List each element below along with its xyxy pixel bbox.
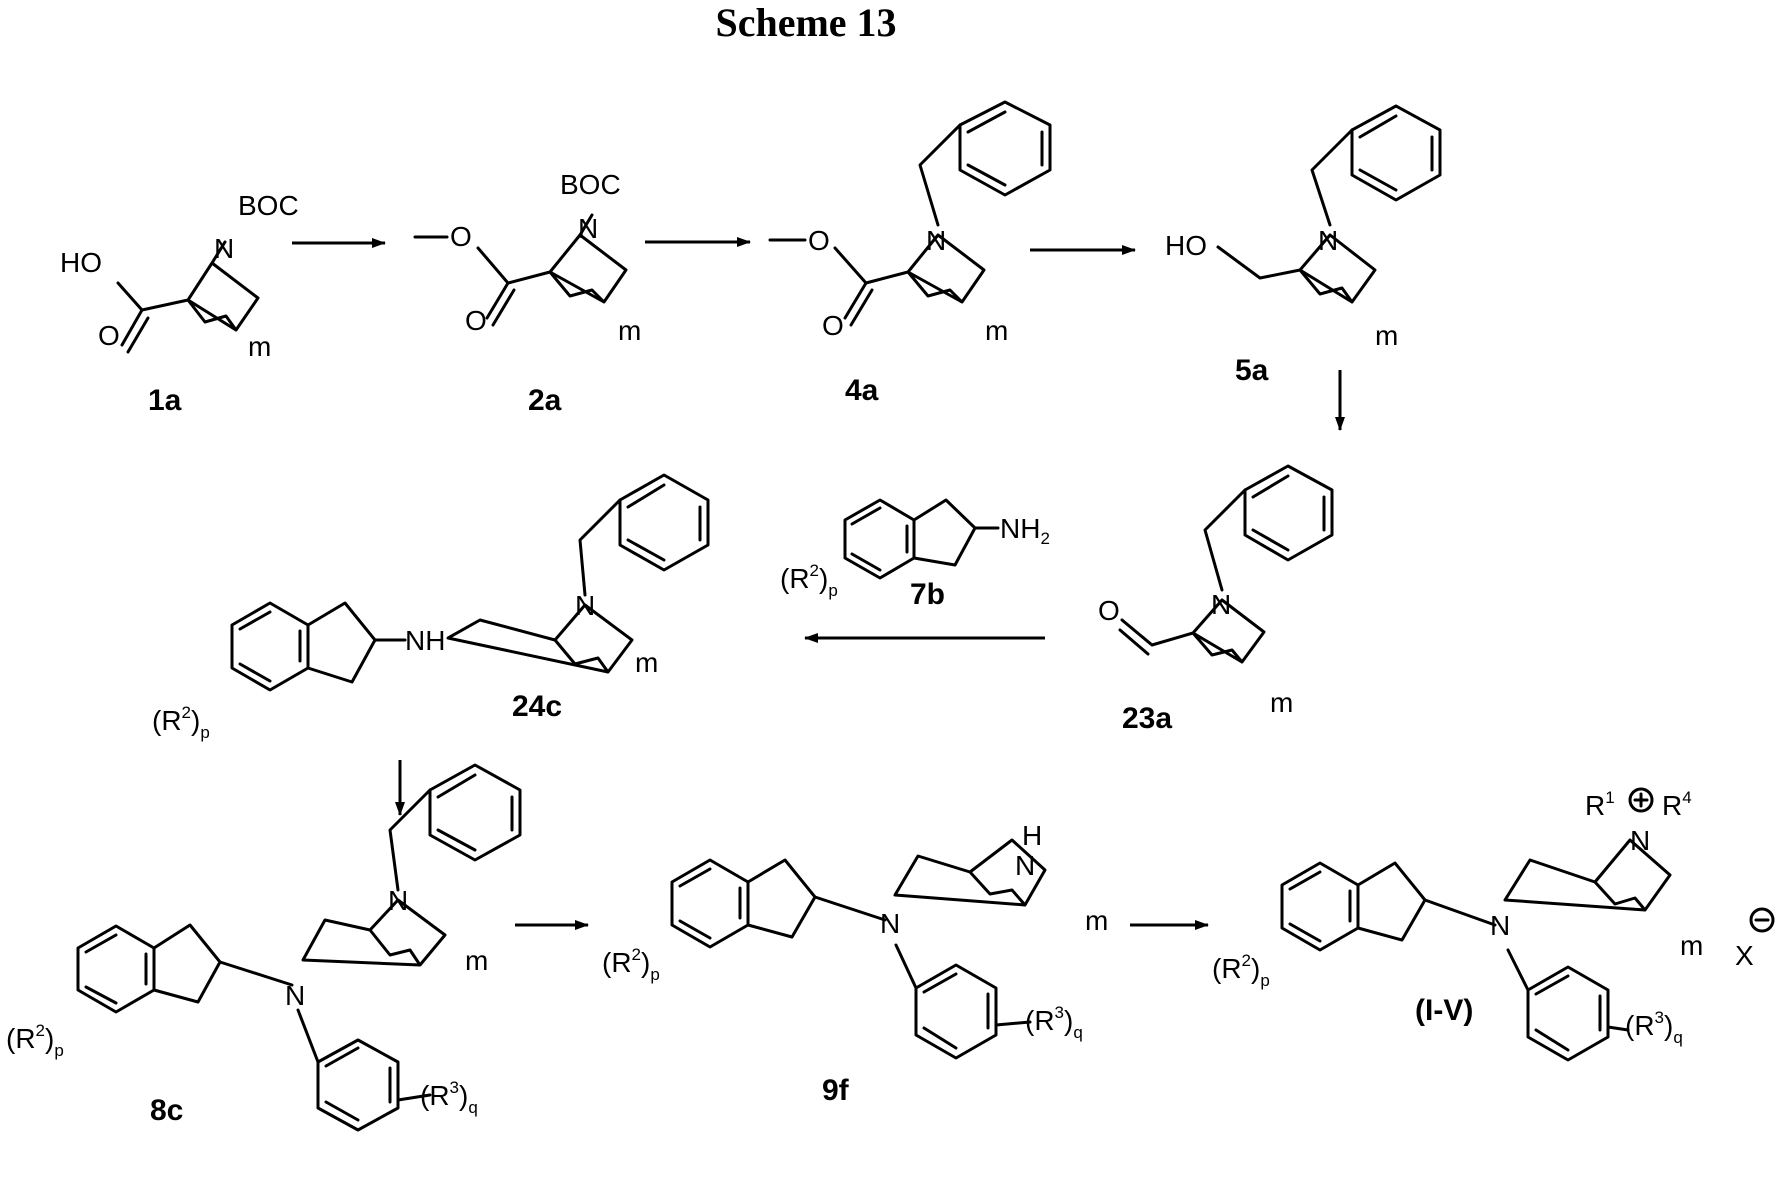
carbonyl-o-label: O — [98, 320, 120, 351]
aryl-substituent-label: (R3)q — [420, 1078, 478, 1117]
reagent-7b: NH2 (R2)p 7b — [780, 500, 1050, 611]
index-m-label: m — [1270, 687, 1293, 718]
compound-label-5a: 5a — [1235, 354, 1269, 387]
compound-label-2a: 2a — [528, 384, 562, 417]
ring-nh-label: H — [1022, 820, 1042, 851]
amine-label: NH — [405, 625, 445, 656]
compound-24c: NH N m (R2)p 24c — [152, 475, 708, 742]
index-m-label: m — [1375, 320, 1398, 351]
ring-n-label: N — [1630, 825, 1650, 856]
counterion-label: X — [1735, 940, 1754, 971]
ring-n-label: N — [1015, 850, 1035, 881]
substituent-label: (R2)p — [152, 703, 210, 742]
boc-label: BOC — [238, 190, 299, 221]
amine-n-label: N — [1490, 910, 1510, 941]
index-m-label: m — [985, 315, 1008, 346]
compound-label-8c: 8c — [150, 1094, 183, 1127]
amine-label: NH2 — [1000, 513, 1050, 548]
hydroxyl-label: HO — [60, 247, 102, 278]
compound-8c: N N m (R2)p (R3)q 8c — [6, 765, 520, 1130]
index-m-label: m — [1680, 930, 1703, 961]
compound-label-7b: 7b — [910, 578, 945, 611]
compound-5a: N HO m 5a — [1165, 106, 1440, 387]
r4-label: R4 — [1662, 788, 1692, 821]
compound-9f: N H N m (R2)p (R3)q 9f — [602, 820, 1108, 1107]
substituent-label: (R2)p — [1212, 951, 1270, 990]
r1-label: R1 — [1585, 788, 1615, 821]
ring-n-label: N — [1211, 589, 1231, 620]
index-m-label: m — [618, 315, 641, 346]
aryl-substituent-label: (R3)q — [1025, 1003, 1083, 1042]
ring-n-label: N — [575, 590, 595, 621]
substituent-label: (R2)p — [602, 945, 660, 984]
aryl-substituent-label: (R3)q — [1625, 1008, 1683, 1047]
ring-n-label: N — [1318, 225, 1338, 256]
compound-label-1a: 1a — [148, 384, 182, 417]
carbonyl-o-label: O — [822, 310, 844, 341]
ring-n-label: N — [388, 885, 408, 916]
substituent-label: (R2)p — [780, 561, 838, 600]
compound-iv: N R1 R4 N m X (R2)p (R3)q (I-V) — [1212, 788, 1773, 1060]
compound-2a: BOC N O O m 2a — [415, 169, 641, 417]
index-m-label: m — [248, 331, 271, 362]
compound-label-23a: 23a — [1122, 702, 1172, 735]
compound-label-4a: 4a — [845, 374, 879, 407]
index-m-label: m — [465, 945, 488, 976]
compound-4a: N O O m 4a — [770, 102, 1050, 407]
amine-n-label: N — [880, 908, 900, 939]
substituent-label: (R2)p — [6, 1021, 64, 1060]
hydroxyl-label: HO — [1165, 230, 1207, 261]
compound-label-9f: 9f — [822, 1074, 850, 1107]
index-m-label: m — [635, 647, 658, 678]
ester-o-label: O — [808, 225, 830, 256]
ring-n-label: N — [578, 213, 598, 244]
scheme-title: Scheme 13 — [715, 0, 896, 45]
compound-1a: BOC N HO O m 1a — [60, 190, 299, 417]
compound-label-24c: 24c — [512, 690, 562, 723]
amine-n-label: N — [285, 980, 305, 1011]
compound-23a: N O m 23a — [1098, 466, 1332, 735]
ester-o-label: O — [450, 221, 472, 252]
ring-n-label: N — [926, 225, 946, 256]
carbonyl-o-label: O — [465, 305, 487, 336]
ring-n-label: N — [214, 233, 234, 264]
index-m-label: m — [1085, 905, 1108, 936]
aldehyde-o-label: O — [1098, 595, 1120, 626]
boc-label: BOC — [560, 169, 621, 200]
compound-label-iv: (I-V) — [1415, 994, 1473, 1027]
